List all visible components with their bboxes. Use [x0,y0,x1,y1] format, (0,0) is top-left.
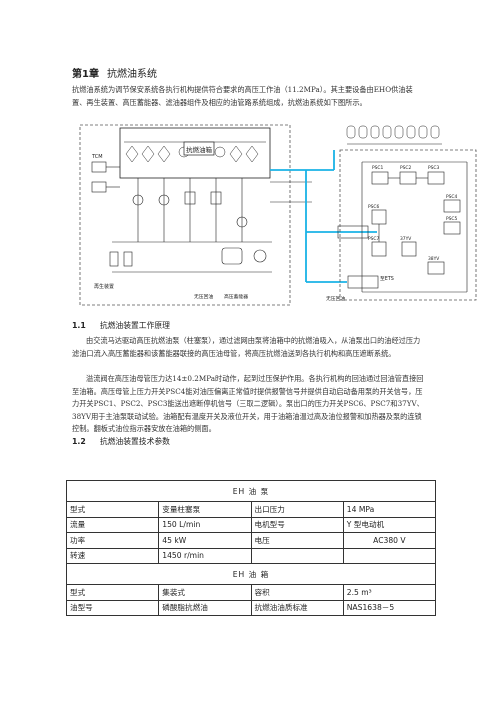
psc7-label: PSC7 [368,236,380,242]
table-cell: 电机型号 [250,516,344,533]
chapter-number: 第1章 [72,69,99,80]
tank-label: 抗燃油箱 [186,145,213,154]
eh-oil-system-diagram: 抗燃油箱 TCM 再生装置 [79,124,477,306]
table-cell: 型式 [65,501,160,518]
psc3-label: PSC3 [428,165,440,171]
psc1-label: PSC1 [372,165,384,171]
tcm-label: TCM [91,154,103,160]
intro-paragraph: 抗燃油系统为调节保安系统各执行机构提供符合要求的高压工作油（11.2MPa）。其… [72,85,413,107]
pump-header: EH 油 泵 [66,480,436,502]
psc4-label: PSC4 [446,194,458,200]
table-cell: 磷酸脂抗燃油 [158,599,252,616]
section-1-1-heading: 1.1 抗燃油装置工作原理 [72,320,170,332]
accumulator-label: 高压蓄能器 [224,293,248,300]
section-title: 抗燃油装置工作原理 [99,321,170,330]
37yv-label: 37YV [400,236,411,242]
table-cell: 油型号 [65,599,160,616]
drain-label-mid: 无压回油 [194,293,213,300]
table-cell: 型式 [65,584,160,601]
to-ets-label: 至ETS [380,276,394,282]
section-title: 抗燃油装置技术参数 [99,437,170,446]
table-cell [250,547,344,564]
table-row: 流量 150 L/min 电机型号 Y 型电动机 [65,516,437,533]
table-row: 油型号 磷酸脂抗燃油 抗燃油油质标准 NAS1638－5 [65,599,437,616]
table-cell: 14 MPa [342,501,437,518]
table-cell: 出口压力 [250,501,344,518]
table-row: 功率 45 kW 电压 AC380 V [65,532,437,549]
table-row: 型式 变量柱塞泵 出口压力 14 MPa [65,501,437,518]
table-cell: 流量 [65,516,160,533]
section-number: 1.1 [72,321,86,330]
table-cell: 45 kW [158,532,252,549]
table-cell: 集装式 [158,584,252,601]
psc5-label: PSC5 [446,216,458,222]
pump-header-row: EH 油 泵 [66,480,436,502]
section-1-2-heading: 1.2 抗燃油装置技术参数 [72,436,170,448]
table-cell: 功率 [65,532,160,549]
table-cell: 1450 r/min [158,547,252,564]
psc6-label: PSC6 [368,204,380,210]
table-row: 转速 1450 r/min [65,547,437,564]
principle-paragraph-2: 溢流阀在高压油母管压力达14±0.2MPa时动作，起到过压保护作用。各执行机构的… [72,374,424,433]
table-cell: 容积 [250,584,344,601]
regeneration-unit-label: 再生装置 [94,283,114,290]
table-cell: 变量柱塞泵 [158,501,252,518]
tank-header-row: EH 油 箱 [66,563,436,585]
table-cell [342,547,437,564]
tank-header: EH 油 箱 [66,563,436,585]
38yv-label: 38YV [428,256,439,262]
table-cell: 转速 [65,547,160,564]
table-cell: 2.5 m³ [342,584,437,601]
table-row: 型式 集装式 容积 2.5 m³ [65,584,437,601]
table-cell: AC380 V [342,532,437,549]
table-cell: 抗燃油油质标准 [250,599,344,616]
table-cell: NAS1638－5 [342,599,437,616]
psc2-label: PSC2 [400,165,412,171]
section-number: 1.2 [72,437,86,446]
table-cell: 电压 [250,532,344,549]
drain-label-right: 无压回油 [326,295,345,302]
principle-paragraph-1: 由交流马达驱动高压抗燃油泵（柱塞泵），通过滤网由泵将油箱中的抗燃油吸入，从油泵出… [72,336,421,358]
table-cell: Y 型电动机 [342,516,437,533]
tech-params-table: EH 油 泵 型式 变量柱塞泵 出口压力 14 MPa 流量 150 L/min… [65,480,437,616]
table-cell: 150 L/min [158,516,252,533]
chapter-title: 抗燃油系统 [106,69,157,80]
chapter-heading: 第1章抗燃油系统 [72,68,157,82]
